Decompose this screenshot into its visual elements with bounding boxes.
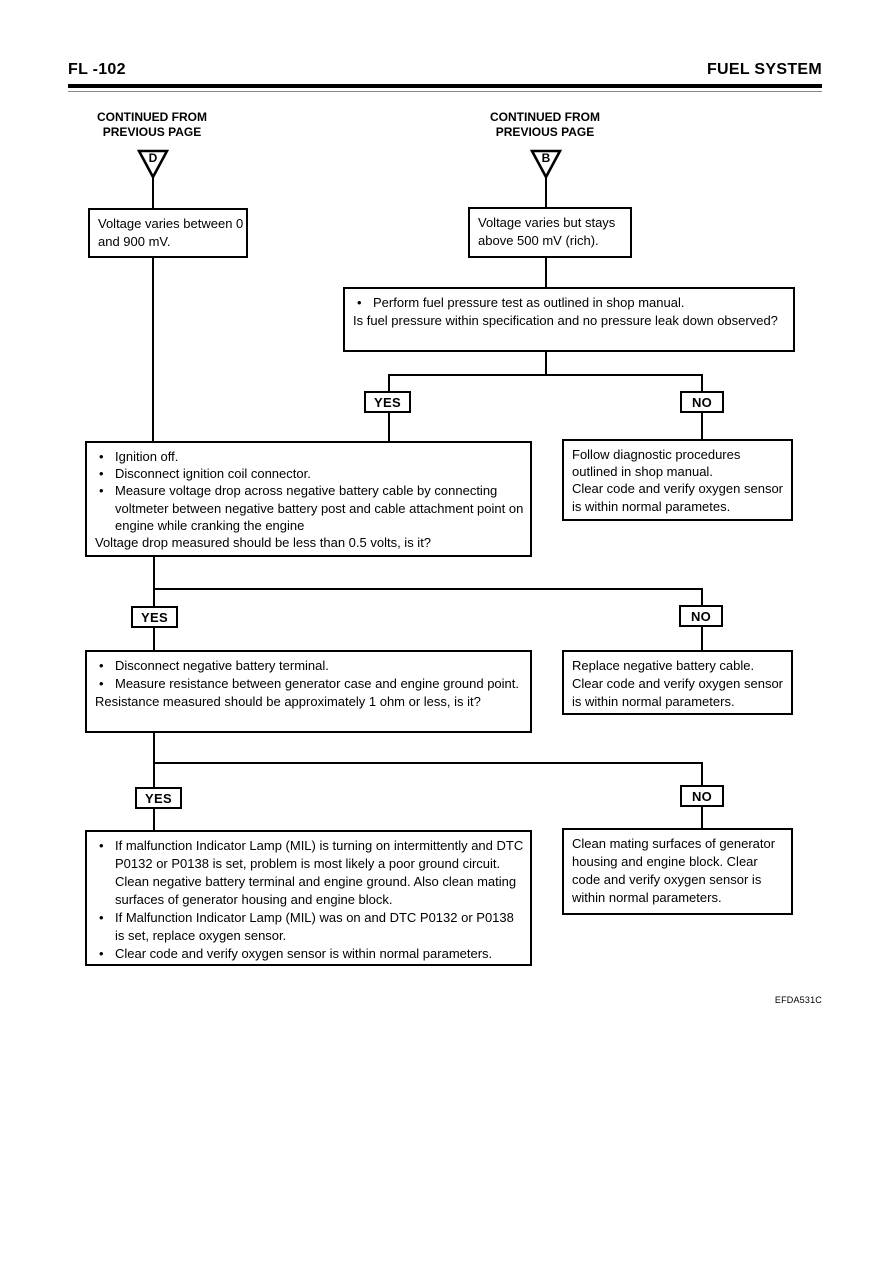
- question-line: Voltage drop measured should be less tha…: [95, 535, 432, 551]
- bullet-text: Clear code and verify oxygen sensor is w…: [115, 946, 493, 961]
- bullet-item: • If malfunction Indicator Lamp (MIL) is…: [95, 837, 525, 909]
- action-box-fuel-pressure: • Perform fuel pressure test as outlined…: [343, 287, 795, 352]
- bullet-icon: •: [99, 483, 104, 499]
- bullet-item: • Ignition off.: [95, 448, 525, 465]
- bullet-item: • Clear code and verify oxygen sensor is…: [95, 945, 525, 963]
- bullet-text: If Malfunction Indicator Lamp (MIL) was …: [115, 910, 514, 943]
- bullet-item: • If Malfunction Indicator Lamp (MIL) wa…: [95, 909, 525, 945]
- connector-triangle-d: [137, 149, 169, 179]
- box-text-line: Follow diagnostic procedures outlined in…: [572, 447, 741, 480]
- no-label-2: NO: [679, 605, 723, 627]
- bullet-item: • Measure resistance between generator c…: [95, 675, 525, 693]
- box-text: Clean mating surfaces of generator housi…: [572, 836, 776, 905]
- bullet-text: Measure resistance between generator cas…: [115, 676, 519, 691]
- flow-line: [153, 588, 703, 590]
- question-line: Is fuel pressure within specification an…: [353, 313, 778, 328]
- action-box-clean-surfaces: Clean mating surfaces of generator housi…: [562, 828, 793, 915]
- header-rule-thin: [68, 91, 822, 92]
- decision-box-voltage-b: Voltage varies but stays above 500 mV (r…: [468, 207, 632, 258]
- continued-from-line1: CONTINUED FROM: [490, 110, 600, 124]
- decision-box-voltage-d: Voltage varies between 0 and 900 mV.: [88, 208, 248, 258]
- bullet-item: • Disconnect ignition coil connector.: [95, 465, 525, 482]
- flow-line: [545, 258, 547, 287]
- continued-from-line2: PREVIOUS PAGE: [102, 125, 202, 139]
- action-box-ignition: • Ignition off. • Disconnect ignition co…: [85, 441, 532, 557]
- box-text-line: Clear code and verify oxygen sensor is w…: [572, 676, 784, 709]
- continued-from-label-d: CONTINUED FROM PREVIOUS PAGE: [77, 110, 227, 140]
- action-box-follow-diagnostic: Follow diagnostic procedures outlined in…: [562, 439, 793, 521]
- yes-label-2: YES: [131, 606, 178, 628]
- continued-from-line2: PREVIOUS PAGE: [495, 125, 595, 139]
- bullet-icon: •: [99, 838, 104, 853]
- box-text: Voltage varies but stays above 500 mV (r…: [478, 215, 616, 248]
- flow-line: [545, 177, 547, 207]
- bullet-text: Disconnect ignition coil connector.: [115, 466, 311, 482]
- flow-line: [388, 374, 703, 376]
- header-rule-thick: [68, 84, 822, 88]
- flow-line: [545, 352, 547, 376]
- flow-line: [152, 177, 154, 208]
- flow-line: [153, 557, 155, 590]
- flow-line: [153, 762, 703, 764]
- no-label-1: NO: [680, 391, 724, 413]
- action-box-replace-cable: Replace negative battery cable. Clear co…: [562, 650, 793, 715]
- connector-letter-b: B: [541, 151, 551, 165]
- action-box-disconnect-battery: • Disconnect negative battery terminal. …: [85, 650, 532, 733]
- box-text: Voltage varies between 0 and 900 mV.: [98, 216, 244, 249]
- no-label-3: NO: [680, 785, 724, 807]
- bullet-icon: •: [99, 946, 104, 961]
- bullet-icon: •: [357, 295, 362, 310]
- question-line: Resistance measured should be approximat…: [95, 694, 481, 709]
- continued-from-line1: CONTINUED FROM: [97, 110, 207, 124]
- yes-label-1: YES: [364, 391, 411, 413]
- bullet-item: • Measure voltage drop across negative b…: [95, 482, 525, 534]
- bullet-text: Measure voltage drop across negative bat…: [115, 483, 524, 533]
- page-number: FL -102: [68, 61, 126, 78]
- connector-letter-d: D: [148, 151, 158, 165]
- continued-from-label-b: CONTINUED FROM PREVIOUS PAGE: [470, 110, 620, 140]
- box-text-line: Clear code and verify oxygen sensor is w…: [572, 481, 784, 514]
- bullet-text: Ignition off.: [115, 449, 179, 464]
- bullet-icon: •: [99, 676, 104, 691]
- yes-label-3: YES: [135, 787, 182, 809]
- section-title: FUEL SYSTEM: [706, 61, 822, 78]
- action-box-mil: • If malfunction Indicator Lamp (MIL) is…: [85, 830, 532, 966]
- bullet-text: If malfunction Indicator Lamp (MIL) is t…: [115, 838, 524, 907]
- flow-line: [153, 733, 155, 764]
- bullet-text: Disconnect negative battery terminal.: [115, 658, 329, 673]
- bullet-item: • Disconnect negative battery terminal.: [95, 657, 525, 675]
- bullet-icon: •: [99, 466, 104, 482]
- box-text-line: Replace negative battery cable.: [572, 658, 755, 673]
- bullet-icon: •: [99, 910, 104, 925]
- flow-line: [152, 258, 154, 441]
- bullet-icon: •: [99, 449, 104, 464]
- figure-code: EFDA531C: [774, 995, 822, 1005]
- bullet-text: Perform fuel pressure test as outlined i…: [373, 295, 685, 310]
- bullet-item: • Perform fuel pressure test as outlined…: [353, 294, 788, 312]
- connector-triangle-b: [530, 149, 562, 179]
- bullet-icon: •: [99, 658, 104, 673]
